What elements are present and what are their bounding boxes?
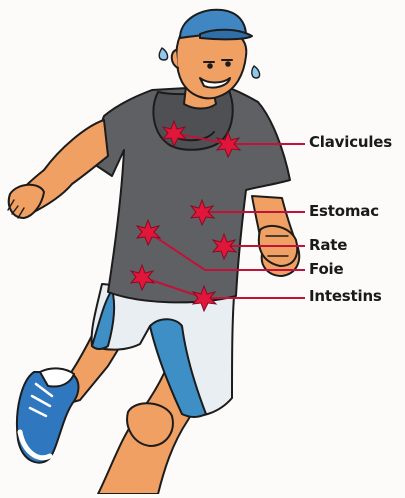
label-foie: Foie — [305, 261, 343, 278]
left-hand — [9, 185, 44, 218]
label-estomac: Estomac — [305, 203, 379, 220]
sweat-drop-icon — [159, 48, 167, 60]
sweat-drop-icon — [252, 66, 260, 78]
runner-figure — [8, 10, 299, 494]
running-shoe-left — [17, 368, 79, 462]
cap-icon — [180, 10, 252, 40]
label-intestins: Intestins — [305, 288, 382, 305]
label-rate: Rate — [305, 237, 347, 254]
label-clavicules: Clavicules — [305, 134, 392, 151]
